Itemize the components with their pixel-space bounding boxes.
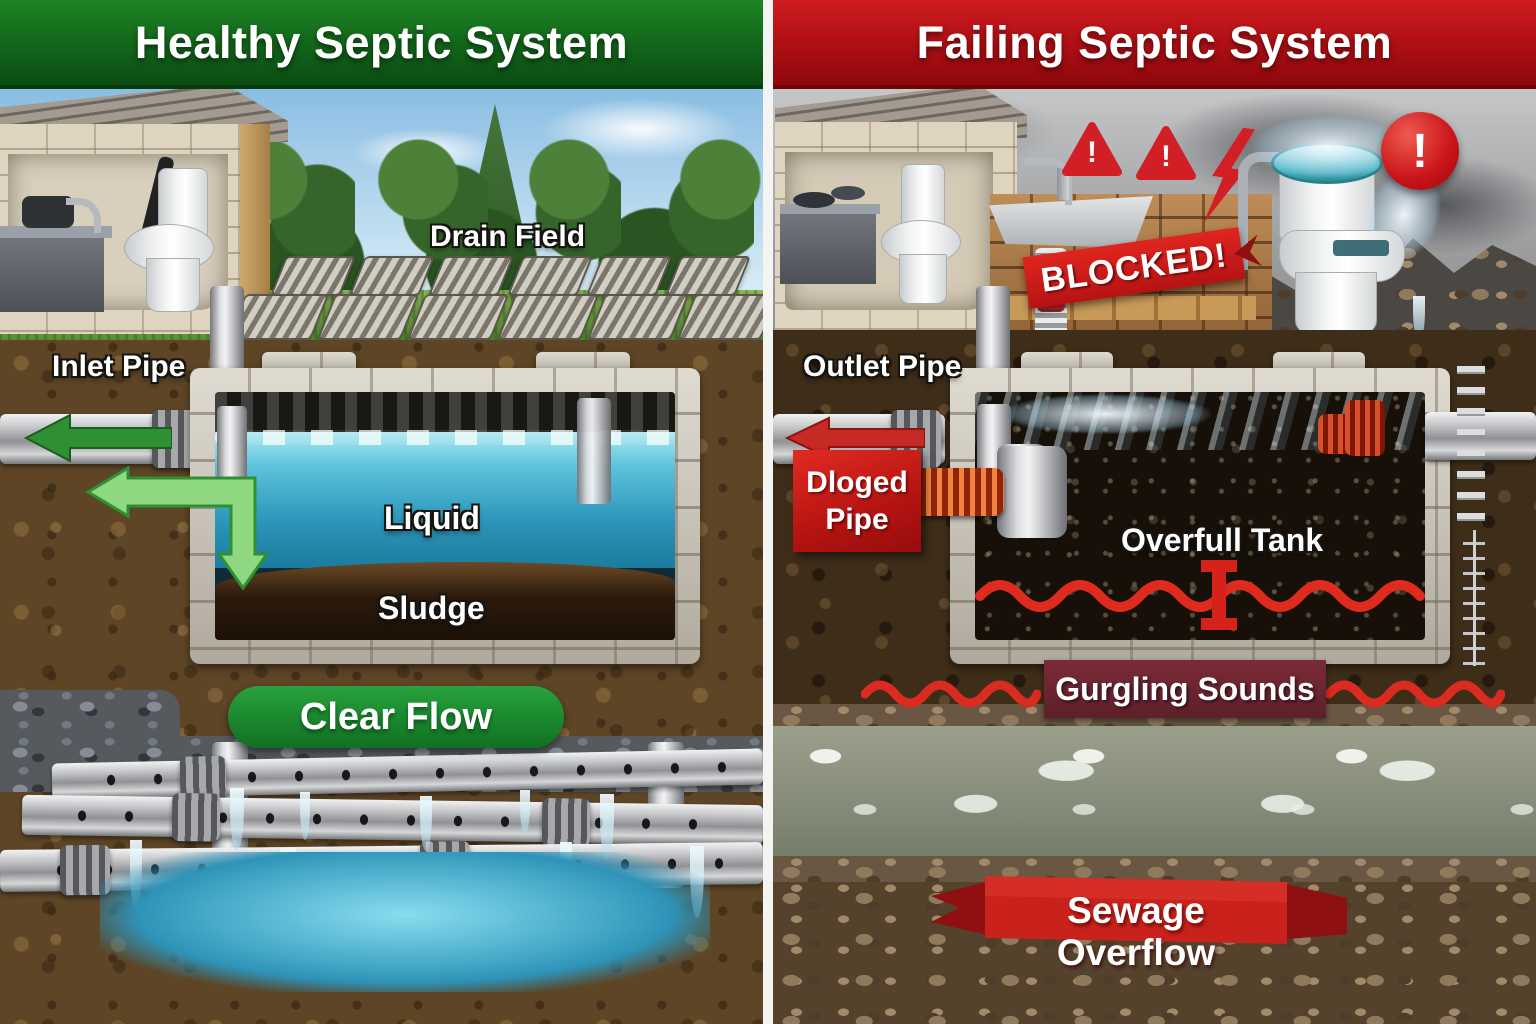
kitchen-counter [0, 238, 104, 312]
pipe-holes [58, 802, 727, 838]
inlet-pipe-label: Inlet Pipe [52, 350, 186, 383]
overflow-level-marker-icon [1201, 560, 1237, 630]
flow-elbow-arrow-icon [85, 466, 270, 591]
clogged-pipe-label-line1: Dloged [806, 465, 908, 499]
overfull-tank-label: Overfull Tank [1121, 522, 1324, 558]
kitchen-counter [780, 214, 876, 284]
healthy-title: Healthy Septic System [134, 16, 629, 68]
ribbon-shape [931, 876, 1347, 944]
toilet-base [899, 254, 947, 304]
kitchen-appliance [22, 196, 74, 228]
outflow-arrow-icon [23, 413, 172, 463]
measuring-ruler-rod [1463, 530, 1485, 666]
alert-glyph: ! [1412, 124, 1428, 178]
tank-outlet-column [577, 398, 611, 504]
gurgling-sounds-label: Gurgling Sounds [1055, 670, 1315, 707]
alert-circle-icon: ! [1381, 112, 1459, 190]
pipe-coupling [171, 792, 221, 842]
failing-title: Failing Septic System [916, 16, 1393, 68]
kitchen-pan [831, 186, 865, 200]
overflow-toilet-base [1295, 272, 1377, 334]
toilet-base [146, 258, 200, 312]
clean-water-pool [100, 852, 710, 992]
clogged-pipe-label-line2: Pipe [825, 503, 889, 536]
gurgling-wave-icon [861, 680, 1041, 708]
sludge-label: Sludge [378, 590, 485, 626]
red-elbow-pipe [1345, 400, 1385, 456]
lightning-icon [1203, 127, 1256, 224]
sewage-overflow-ribbon: Sewage Overflow [923, 868, 1359, 973]
water-drip [420, 796, 432, 851]
clear-flow-label: Clear Flow [299, 695, 493, 738]
water-drip [300, 792, 310, 840]
pipe-elbow [997, 446, 1067, 538]
failing-header: Failing Septic System [773, 0, 1536, 89]
clear-flow-badge: Clear Flow [228, 686, 564, 748]
water-drip [520, 790, 530, 834]
kitchen-pan [793, 192, 835, 208]
tank-interior [215, 392, 675, 640]
measuring-ruler [1457, 366, 1485, 526]
kitchen-counter-top [780, 204, 880, 214]
water-splash [1251, 116, 1405, 178]
failing-panel: ! ! ! BLOCKED! Outlet Pipe [773, 0, 1536, 1024]
liquid-label: Liquid [384, 500, 480, 536]
overflow-wave-icon [975, 580, 1425, 612]
sewage-overflow-label: Sewage Overflow [1056, 890, 1216, 973]
liquid-wave [215, 430, 675, 445]
tank-sludge [215, 562, 675, 640]
water-drip [230, 788, 244, 850]
panel-divider [763, 0, 773, 1024]
kitchen-faucet-icon [66, 198, 101, 233]
warning-triangle-icon: ! [1061, 120, 1123, 178]
toilet-tank-lid [1333, 240, 1389, 256]
gurgling-wave-icon [1325, 680, 1505, 708]
water-splash [1001, 394, 1211, 434]
pipe-coupling [541, 798, 591, 847]
healthy-panel: Drain Field Inlet Pipe Liquid Sludge Cle… [0, 0, 763, 1024]
water-drip [600, 794, 614, 860]
healthy-header: Healthy Septic System [0, 0, 763, 89]
outlet-pipe-label: Outlet Pipe [803, 350, 962, 383]
sewage-pool [773, 726, 1536, 862]
warning-triangle-icon: ! [1135, 124, 1197, 182]
warning-glyph: ! [1087, 136, 1097, 169]
gurgling-sounds-badge: Gurgling Sounds [1044, 660, 1326, 718]
warning-glyph: ! [1161, 140, 1171, 173]
drain-field-label: Drain Field [430, 220, 586, 253]
clogged-pipe-label-box: Dloged Pipe [793, 450, 921, 552]
backflow-arrow-icon [785, 416, 925, 460]
